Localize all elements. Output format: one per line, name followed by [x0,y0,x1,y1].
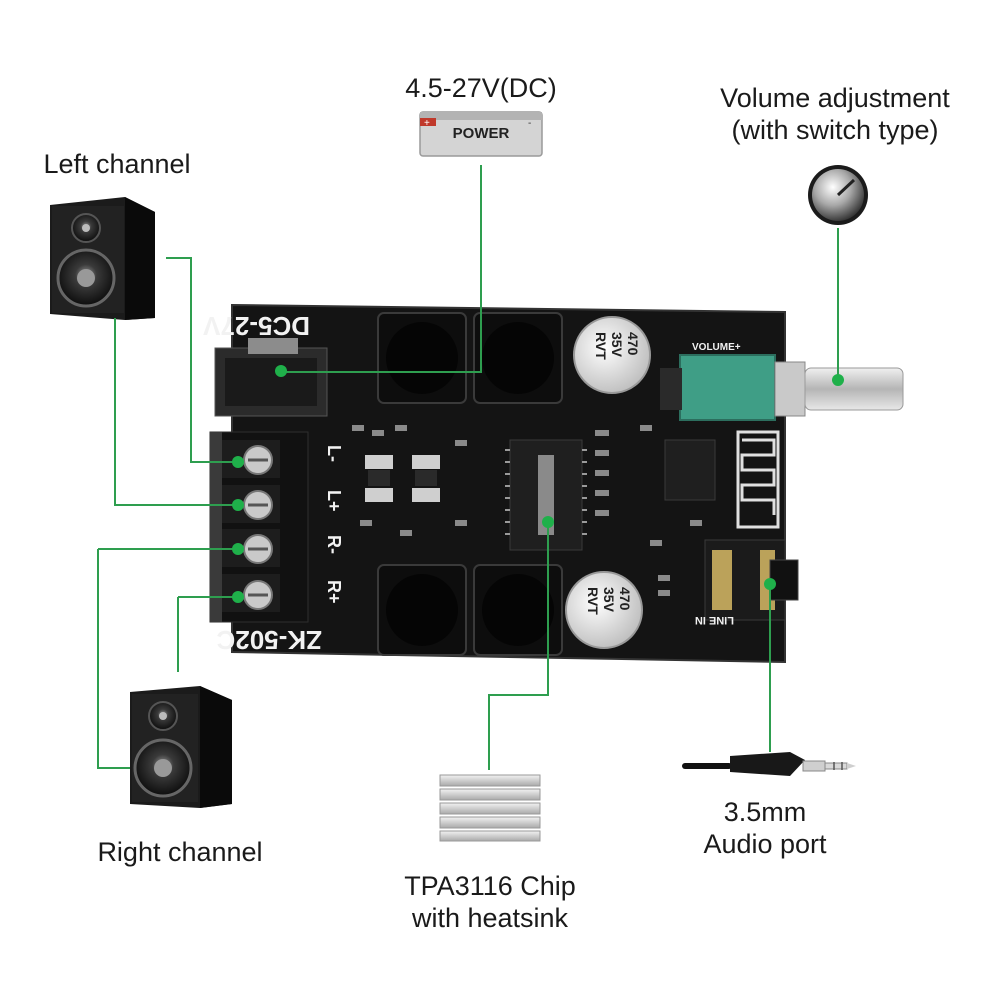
knob-icon [808,165,868,225]
pot-silk: VOLUME+ [692,342,741,353]
terminal-label-l-minus: L- [324,445,344,462]
left-channel-label: Left channel [22,148,212,180]
chip-label-line2: with heatsink [375,902,605,934]
svg-text:+: + [424,118,430,129]
amplifier-board: DC5-27V ZK-502C L- L+ R- R+ [202,305,903,662]
right-speaker-icon [130,686,232,808]
chip-label-line1: TPA3116 Chip [375,870,605,902]
terminal-label-r-minus: R- [324,535,344,554]
svg-text:RVT: RVT [585,587,601,615]
svg-text:470: 470 [625,332,641,356]
input-rating-silk: DC5-27V [202,311,310,341]
capacitor-bottom: 470 35V RVT [566,572,642,648]
svg-text:RVT: RVT [593,332,609,360]
audio-port-label-line1: 3.5mm [660,796,870,828]
model-silk: ZK-502C [216,625,322,655]
audio-port-label-line2: Audio port [660,828,870,860]
svg-text:-: - [528,118,531,129]
audio-plug-icon [682,752,856,776]
jack-silk: LINE IN [695,614,734,626]
power-voltage-label: 4.5-27V(DC) [372,72,590,104]
terminal-label-l-plus: L+ [324,490,344,512]
svg-text:35V: 35V [609,332,625,358]
svg-text:35V: 35V [601,587,617,613]
terminal-label-r-plus: R+ [324,580,344,604]
svg-text:470: 470 [617,587,633,611]
left-speaker-icon [50,197,155,320]
right-channel-label: Right channel [70,836,290,868]
heatsink-icon [440,775,540,841]
power-badge-label: POWER [436,124,526,144]
capacitor-top: 470 35V RVT [574,317,650,393]
volume-label-line1: Volume adjustment [680,82,990,114]
volume-label-line2: (with switch type) [680,114,990,146]
